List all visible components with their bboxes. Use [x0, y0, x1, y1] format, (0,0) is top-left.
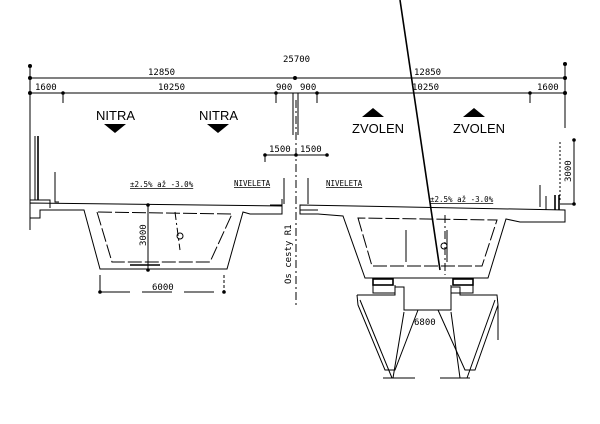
- direction-zvolen-1: ZVOLEN: [352, 121, 404, 136]
- dim-total: 25700: [283, 55, 310, 65]
- slope-right: ±2.5% až -3.0%: [430, 195, 494, 204]
- pier: [356, 278, 499, 379]
- arrow-down-icon: [207, 124, 229, 133]
- niveleta-left: NIVELETA: [234, 179, 271, 188]
- dim-pier-width: 6800: [414, 318, 436, 328]
- dim-right-carriageway: 10250: [412, 83, 439, 93]
- direction-zvolen-2: ZVOLEN: [453, 121, 505, 136]
- dim-axis-left: 1500: [269, 145, 291, 155]
- dim-left-cornice: 1600: [35, 83, 57, 93]
- road-axis-label: Os cesty R1: [284, 224, 294, 284]
- direction-nitra-1: NITRA: [96, 108, 135, 123]
- arrow-up-icon: [463, 108, 485, 117]
- dim-box-width: 6000: [152, 283, 174, 293]
- dim-half-right: 12850: [414, 68, 441, 78]
- dim-right-median: 900: [300, 83, 316, 93]
- dim-axis-right: 1500: [300, 145, 322, 155]
- arrow-down-icon: [104, 124, 126, 133]
- dim-half-left: 12850: [148, 68, 175, 78]
- dim-box-height: 3000: [139, 224, 149, 246]
- direction-nitra-2: NITRA: [199, 108, 238, 123]
- dim-right-height: 3000: [564, 160, 574, 182]
- slope-left: ±2.5% až -3.0%: [130, 180, 194, 189]
- left-box-girder: [29, 136, 285, 270]
- arrow-up-icon: [362, 108, 384, 117]
- right-box-girder: [299, 0, 566, 279]
- dim-left-carriageway: 10250: [158, 83, 185, 93]
- dim-left-median: 900: [276, 83, 292, 93]
- dim-right-cornice: 1600: [537, 83, 559, 93]
- niveleta-right: NIVELETA: [326, 179, 363, 188]
